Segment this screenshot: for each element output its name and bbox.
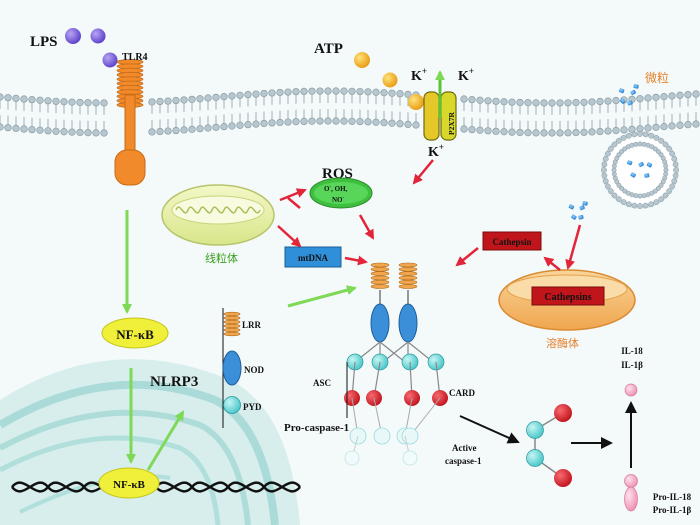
arrow-mito-to-ros xyxy=(279,188,307,202)
k-plus-label-left: K+ xyxy=(411,66,427,84)
mature-il-icon xyxy=(624,383,638,397)
caspase-subunit xyxy=(554,404,572,422)
il1b-label: IL-1β xyxy=(621,360,643,370)
lrr-domain-icon xyxy=(223,311,241,337)
asc-label: ASC xyxy=(313,378,331,388)
arrow-cathepsin-to-complex xyxy=(455,247,479,267)
lysosome-label: 溶酶体 xyxy=(546,336,579,350)
arrow-to-active-caspase xyxy=(459,415,520,444)
arrow-mito-stub xyxy=(287,197,301,209)
nfkb-label-nucleus: NF-κB xyxy=(113,479,145,491)
green-arrows xyxy=(122,210,357,471)
pro-il1b-label: Pro-IL-1β xyxy=(653,505,692,515)
k-plus-label-bottom: K+ xyxy=(428,142,444,160)
mtdna-box xyxy=(284,246,342,268)
caspase-subunit xyxy=(526,421,544,439)
lps-ball xyxy=(102,52,118,68)
arrow-nucleus-to-nlrp3 xyxy=(146,410,185,471)
arrow-lysosome-to-cathepsin xyxy=(543,256,561,271)
cathepsins-label: Cathepsins xyxy=(544,292,591,303)
inflammasome-complex xyxy=(344,262,448,466)
tlr4-receptor xyxy=(114,59,146,186)
atp-ball xyxy=(408,94,424,110)
arrow-mito-to-mtdna xyxy=(277,225,302,248)
nfkb-label-cytoplasm: NF-κB xyxy=(116,327,154,342)
p2x7r-channel xyxy=(423,70,457,141)
particle-cluster xyxy=(568,201,588,220)
mitochondria-label: 线粒体 xyxy=(205,251,238,265)
nod-domain-icon xyxy=(222,350,242,386)
p2x7r-label: P2X7R xyxy=(447,112,456,135)
cathepsins-box xyxy=(531,286,605,306)
il18-label: IL-18 xyxy=(621,346,643,356)
lps-label: LPS xyxy=(30,34,58,50)
arrow-mtdna-to-complex xyxy=(344,255,368,266)
cathepsin-label: Cathepsin xyxy=(492,237,531,247)
arrow-ros-to-complex xyxy=(358,214,375,240)
active-caspase-1 xyxy=(526,404,572,487)
active-caspase-label-2: caspase-1 xyxy=(445,456,482,466)
cathepsin-box xyxy=(482,231,542,251)
particles-label: 微粒 xyxy=(645,70,669,85)
atp-molecules xyxy=(354,52,424,110)
red-arrows xyxy=(277,159,582,271)
arrow-particle-to-lysosome xyxy=(565,224,582,270)
nlrp3-label: NLRP3 xyxy=(150,374,198,390)
vesicle xyxy=(601,131,679,209)
k-plus-label-right: K+ xyxy=(458,66,474,84)
caspase-subunit xyxy=(554,469,572,487)
atp-label: ATP xyxy=(314,41,343,57)
pro-il-icon xyxy=(624,474,638,512)
tlr4-label: TLR4 xyxy=(122,52,148,63)
cell-membrane xyxy=(0,87,700,137)
lysosome xyxy=(498,269,636,331)
atp-ball xyxy=(382,72,398,88)
lps-ball xyxy=(65,28,81,44)
arrow-nlrp3-to-complex xyxy=(287,285,357,308)
mtdna-label: mtDNA xyxy=(298,253,328,263)
nod-label: NOD xyxy=(244,365,265,375)
lps-ball xyxy=(90,28,106,44)
active-caspase-label-1: Active xyxy=(452,443,477,453)
black-arrows xyxy=(459,401,637,468)
nfkb-cytoplasm xyxy=(101,317,169,349)
ros-species-line-1: O-, OH, xyxy=(324,185,348,193)
lps-molecules xyxy=(65,28,118,68)
pyd-domain-icon xyxy=(223,396,241,414)
nfkb-nucleus xyxy=(98,467,160,499)
pyd-label: PYD xyxy=(243,402,262,412)
ros-bubble xyxy=(309,177,373,209)
atp-ball xyxy=(354,52,370,68)
caspase-subunit xyxy=(526,449,544,467)
pro-caspase-label: Pro-caspase-1 xyxy=(284,422,349,434)
lrr-label: LRR xyxy=(242,320,262,330)
ros-species-line-2: NO- xyxy=(332,196,345,204)
particle-cluster xyxy=(618,84,639,106)
mitochondria xyxy=(161,184,275,246)
arrow-k-efflux xyxy=(412,159,434,185)
card-label: CARD xyxy=(449,388,475,398)
pro-il18-label: Pro-IL-18 xyxy=(653,492,692,502)
